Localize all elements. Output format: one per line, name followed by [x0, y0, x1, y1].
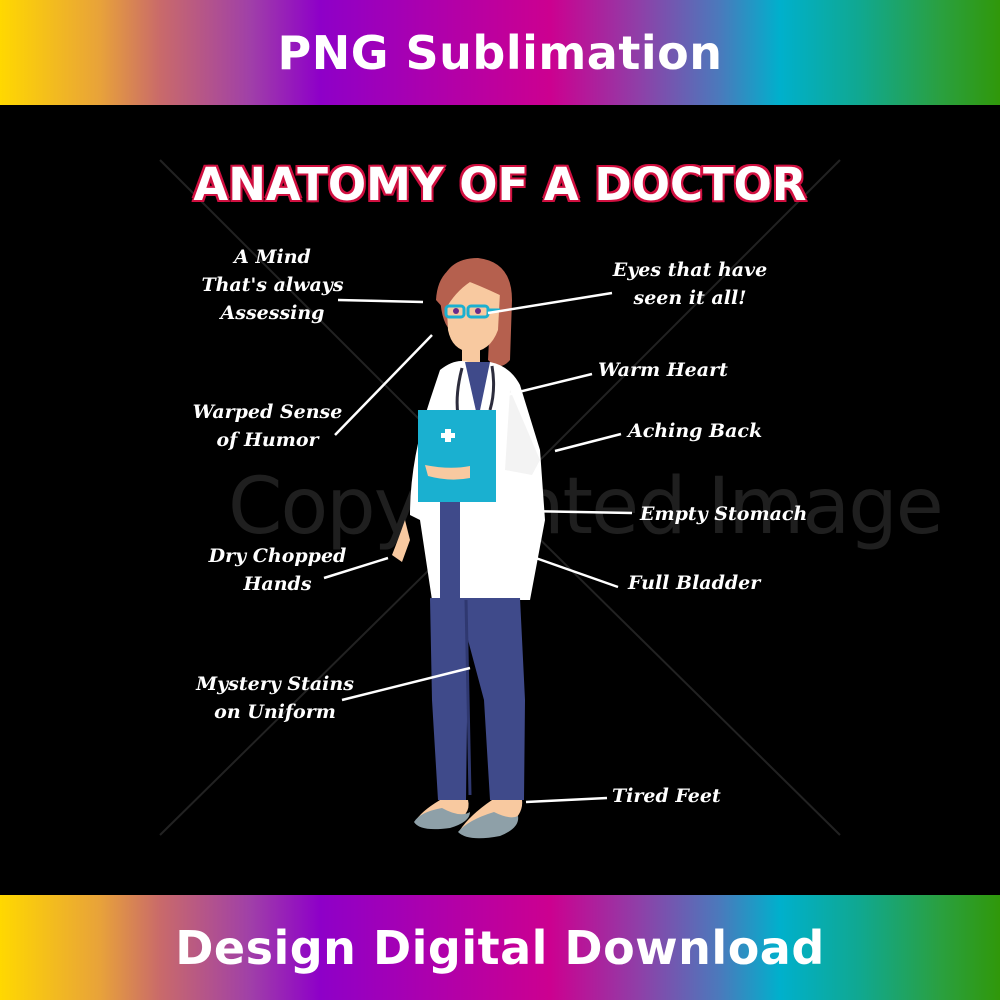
footer-banner: Design Digital Download	[0, 895, 1000, 1000]
header-banner: PNG Sublimation	[0, 0, 1000, 105]
label-feet: Tired Feet	[612, 785, 721, 807]
label-stains-line2: on Uniform	[214, 701, 336, 723]
label-hands-line2: Hands	[243, 573, 312, 595]
label-mind-line2: That's always	[201, 274, 344, 296]
label-hands: Dry Chopped Hands	[195, 542, 360, 598]
label-heart: Warm Heart	[598, 359, 728, 381]
design-title: ANATOMY OF A DOCTOR	[192, 157, 808, 213]
label-eyes-line1: Eyes that have	[612, 259, 768, 281]
label-eyes: Eyes that have seen it all!	[600, 256, 780, 312]
header-banner-text: PNG Sublimation	[277, 25, 723, 80]
medical-cross-icon	[441, 429, 455, 442]
copyright-watermark: Copyrighted Image	[228, 462, 944, 552]
footer-banner-text: Design Digital Download	[175, 920, 825, 975]
label-stains-line1: Mystery Stains	[196, 673, 354, 695]
label-bladder: Full Bladder	[628, 572, 761, 594]
label-mind-line3: Assessing	[220, 302, 325, 324]
label-hands-line1: Dry Chopped	[208, 545, 347, 567]
clipboard-icon	[418, 410, 496, 502]
label-humor: Warped Sense of Humor	[180, 398, 355, 454]
scrub-pants	[430, 598, 525, 800]
label-eyes-line2: seen it all!	[633, 287, 747, 309]
shoe-icon	[414, 808, 470, 830]
pointer-lines	[323, 291, 633, 804]
label-mind-line1: A Mind	[234, 246, 311, 268]
label-back: Aching Back	[628, 420, 763, 442]
label-stomach: Empty Stomach	[640, 503, 808, 525]
label-mind: A Mind That's always Assessing	[185, 243, 360, 327]
label-stains: Mystery Stains on Uniform	[180, 670, 370, 726]
label-humor-line2: of Humor	[216, 429, 319, 451]
shoe-icon	[458, 812, 519, 839]
label-humor-line1: Warped Sense	[192, 401, 343, 423]
